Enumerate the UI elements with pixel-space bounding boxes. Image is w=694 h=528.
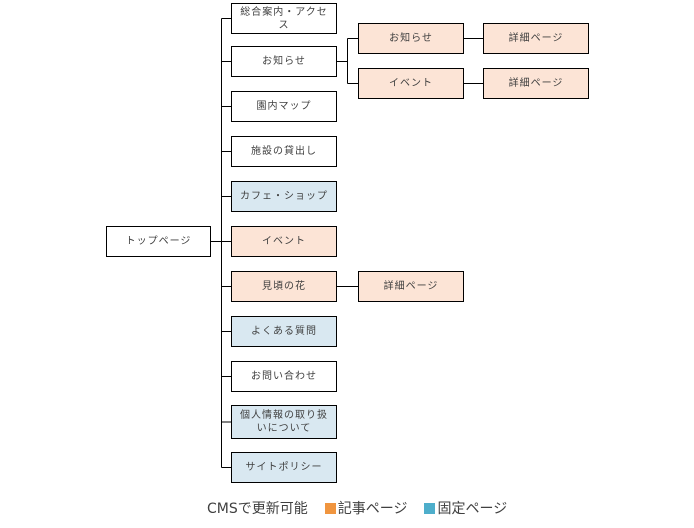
node-event-detail-page: 詳細ページ xyxy=(483,68,589,99)
node-faq: よくある質問 xyxy=(231,316,337,347)
node-seasonal-flowers: 見頃の花 xyxy=(231,271,337,302)
node-event-article: イベント xyxy=(358,68,464,99)
node-flower-detail-page: 詳細ページ xyxy=(358,271,464,302)
node-cafe-shop: カフェ・ショップ xyxy=(231,181,337,212)
node-event: イベント xyxy=(231,226,337,257)
legend-item-fixed-page: 固定ページ xyxy=(424,498,507,518)
node-news: お知らせ xyxy=(231,46,337,77)
article-page-color-swatch xyxy=(324,502,336,514)
legend-item-article-label: 記事ページ xyxy=(337,501,408,517)
node-contact: お問い合わせ xyxy=(231,361,337,392)
node-news-detail-page: 詳細ページ xyxy=(483,23,589,54)
node-news-article: お知らせ xyxy=(358,23,464,54)
node-park-map: 園内マップ xyxy=(231,91,337,122)
node-privacy-policy: 個人情報の取り扱いについて xyxy=(231,405,337,439)
legend: CMSで更新可能 記事ページ 固定ページ xyxy=(207,499,507,517)
legend-item-fixed-label: 固定ページ xyxy=(437,501,508,517)
node-facility-rental: 施設の貸出し xyxy=(231,136,337,167)
legend-item-article-page: 記事ページ xyxy=(324,498,408,518)
node-top-page: トップページ xyxy=(106,226,211,257)
legend-title: CMSで更新可能 xyxy=(207,501,308,517)
node-site-policy: サイトポリシー xyxy=(231,452,337,483)
node-general-info-access: 総合案内・アクセス xyxy=(231,3,337,34)
fixed-page-color-swatch xyxy=(424,502,436,514)
